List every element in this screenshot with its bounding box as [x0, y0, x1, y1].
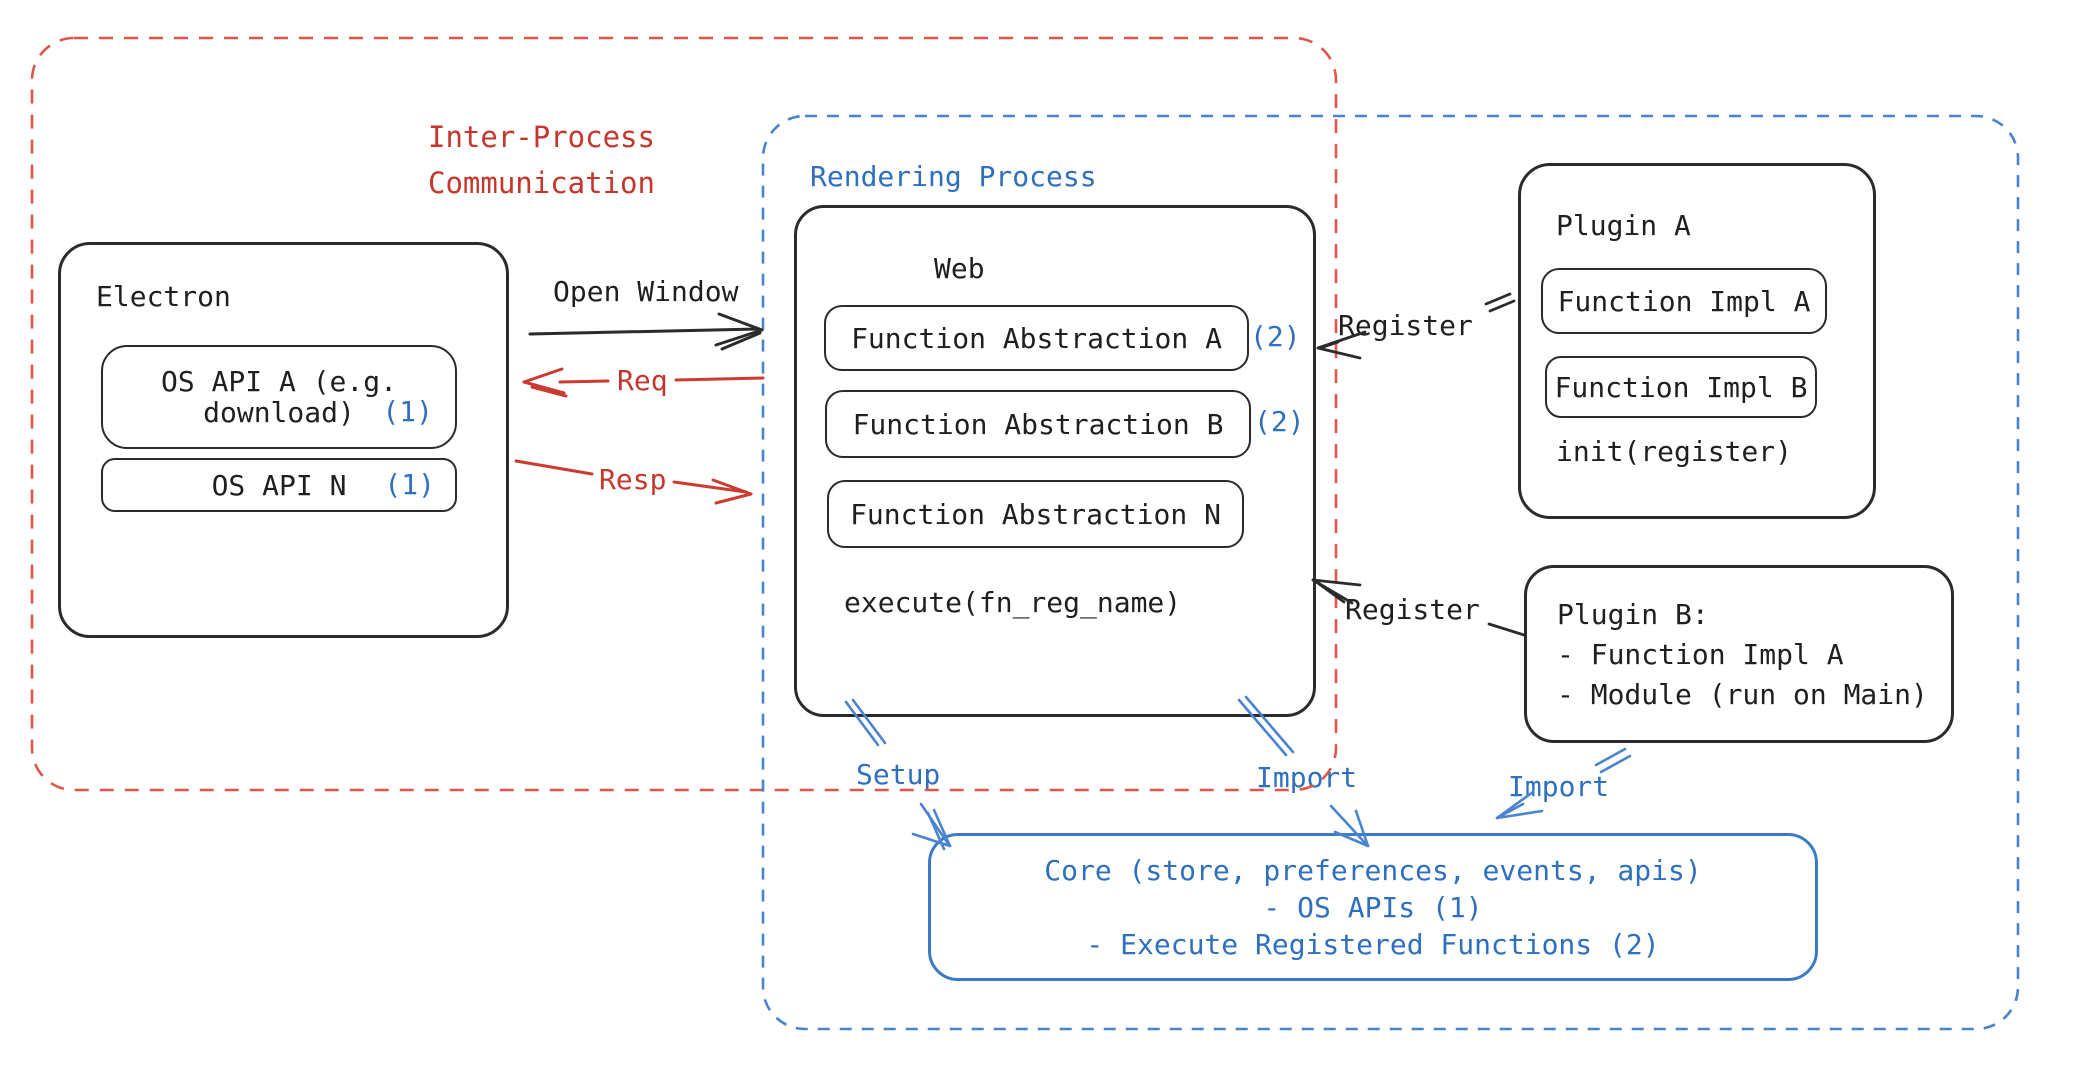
function-impl-a-box: Function Impl A [1541, 268, 1827, 334]
os-api-n-badge: (1) [384, 468, 435, 501]
function-abstraction-b-box: Function Abstraction B [825, 390, 1251, 458]
core-line1: Core (store, preferences, events, apis) [1044, 853, 1702, 887]
function-abstraction-a-label: Function Abstraction A [851, 321, 1222, 355]
plugin-a-footer: init(register) [1556, 435, 1793, 468]
electron-title: Electron [96, 280, 231, 313]
core-line3: - Execute Registered Functions (2) [1086, 927, 1660, 961]
req-label: Req [617, 364, 668, 397]
os-api-a-line2: download) [203, 396, 355, 429]
register-a-label: Register [1338, 309, 1473, 342]
setup-label: Setup [856, 758, 941, 791]
plugin-b-box: Plugin B: - Function Impl A - Module (ru… [1524, 565, 1954, 743]
os-api-a-line1: OS API A (e.g. [160, 365, 397, 398]
function-abstraction-a-box: Function Abstraction A [824, 305, 1249, 371]
core-box: Core (store, preferences, events, apis) … [928, 833, 1818, 981]
function-abstraction-b-badge: (2) [1254, 405, 1305, 438]
function-impl-b-label: Function Impl B [1554, 370, 1808, 404]
electron-box: Electron OS API A (e.g. download) (1) OS… [58, 242, 509, 638]
function-abstraction-n-label: Function Abstraction N [850, 497, 1221, 531]
register-b-label: Register [1345, 593, 1480, 626]
os-api-n-box: OS API N (1) [101, 458, 457, 512]
ipc-title-line2: Communication [428, 166, 655, 200]
plugin-b-item-2: - Module (run on Main) [1557, 678, 1928, 711]
os-api-a-box: OS API A (e.g. download) (1) [101, 345, 457, 449]
import-plugin-label: Import [1508, 770, 1610, 803]
web-box: Web Function Abstraction A (2) Function … [794, 205, 1316, 717]
function-abstraction-n-box: Function Abstraction N [827, 480, 1244, 548]
import-web-label: Import [1256, 761, 1358, 794]
web-footer: execute(fn_reg_name) [844, 586, 1182, 619]
web-title: Web [934, 252, 985, 285]
ipc-title-line1: Inter-Process [428, 120, 655, 154]
open-window-arrow [528, 312, 764, 351]
rendering-region-title: Rendering Process [810, 160, 1097, 193]
open-window-label: Open Window [553, 275, 739, 308]
function-impl-a-label: Function Impl A [1557, 284, 1811, 318]
plugin-b-item-1: - Function Impl A [1557, 638, 1844, 671]
plugin-a-box: Plugin A Function Impl A Function Impl B… [1518, 163, 1876, 519]
plugin-a-title: Plugin A [1556, 209, 1691, 242]
plugin-b-title: Plugin B: [1557, 598, 1709, 631]
os-api-a-badge: (1) [382, 395, 433, 428]
os-api-n-label: OS API N [211, 468, 347, 502]
os-api-a-label: OS API A (e.g. download) [161, 366, 397, 428]
resp-label: Resp [599, 463, 667, 496]
function-impl-b-box: Function Impl B [1545, 356, 1817, 418]
function-abstraction-b-label: Function Abstraction B [852, 407, 1224, 441]
function-abstraction-a-badge: (2) [1250, 320, 1301, 353]
core-line2: - OS APIs (1) [1263, 890, 1483, 924]
